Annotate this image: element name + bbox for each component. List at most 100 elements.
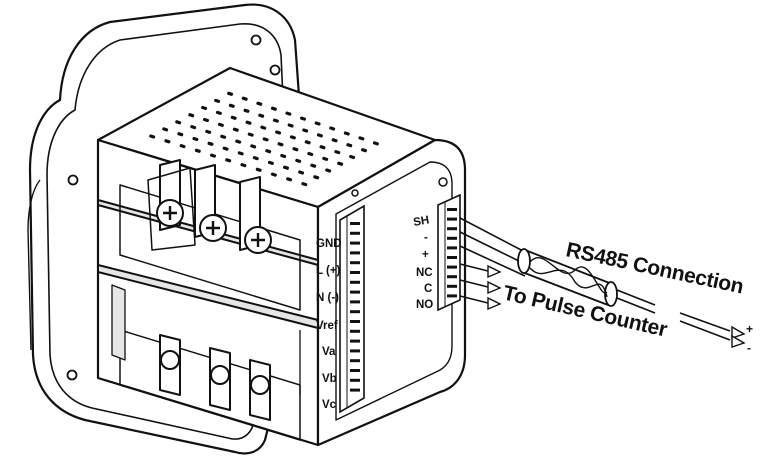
rs485-plus-label: + <box>746 322 753 336</box>
vent-slot <box>222 146 229 151</box>
strip-pin <box>447 246 457 250</box>
vent-slot <box>188 113 195 118</box>
vent-slot <box>286 177 293 182</box>
strip-pin <box>447 236 457 240</box>
vent-slot <box>280 153 287 159</box>
strip-pin <box>350 388 360 392</box>
vent-slot <box>301 182 308 187</box>
terminal-label-nc: NC <box>416 267 433 279</box>
vent-slot <box>232 127 239 132</box>
vent-slot <box>322 156 329 161</box>
bezel-screw-holes <box>66 34 281 381</box>
terminal-label-vc: Vc <box>322 399 337 411</box>
strip-pin <box>447 227 457 231</box>
vent-slot <box>358 136 365 141</box>
vent-slot <box>175 120 182 125</box>
vent-slot <box>241 96 248 101</box>
vent-slot <box>361 148 367 153</box>
vent-slot <box>325 168 332 173</box>
vent-slot <box>190 125 197 130</box>
vent-slot <box>331 138 338 143</box>
terminal-label-sh: SH <box>412 214 430 229</box>
vent-slot <box>265 149 272 154</box>
terminal-label-vref: Vref <box>316 320 338 332</box>
vent-slot <box>245 120 252 125</box>
strip-pin <box>447 275 457 279</box>
vent-slot <box>237 151 244 156</box>
terminal-label-c: C <box>424 283 432 295</box>
vent-slot <box>287 123 294 128</box>
vent-slot <box>250 144 257 149</box>
vent-slot <box>256 101 263 106</box>
pulse-counter-label: To Pulse Counter <box>501 281 669 341</box>
vent-slot <box>285 111 292 116</box>
meter-housing <box>96 66 467 447</box>
terminal-label-no: NO <box>416 299 433 311</box>
strip-pin <box>350 241 360 245</box>
right-strip-pins <box>447 208 457 298</box>
terminal-label-l: L (+) <box>316 265 341 277</box>
terminal-label-plus: + <box>422 249 429 261</box>
strip-pin <box>350 222 360 225</box>
strip-pin <box>350 369 360 372</box>
strip-pin <box>350 231 360 235</box>
current-terminal-block-lower <box>159 334 271 421</box>
rs485-connection-label: RS485 Connection <box>564 238 746 298</box>
vent-slot <box>283 165 289 170</box>
pulse-output-wires <box>459 263 489 304</box>
strip-pin <box>447 208 457 211</box>
strip-pin <box>350 378 360 382</box>
vent-slot <box>304 140 311 145</box>
strip-pin <box>447 294 457 298</box>
right-terminal-strip <box>437 193 461 312</box>
vent-slot <box>272 118 279 123</box>
vent-slot <box>316 133 323 138</box>
housing-screw-hole <box>438 177 448 187</box>
vent-slot <box>329 126 336 131</box>
vent-slot <box>298 170 305 175</box>
right-terminal-labels: SH - + NC C NO <box>412 214 433 311</box>
rs485-terminal-arrows <box>731 325 746 348</box>
terminal-label-minus: - <box>424 232 428 244</box>
vent-slot <box>300 116 306 121</box>
vent-slot <box>319 145 326 150</box>
vent-slot <box>217 122 224 127</box>
vent-slot <box>201 105 208 111</box>
vent-slot <box>334 150 341 155</box>
vent-slot <box>372 141 379 146</box>
current-terminal-block-upper <box>147 159 272 254</box>
vent-slot <box>230 115 237 120</box>
rs485-cable <box>459 217 731 341</box>
ventilation-slots <box>149 91 379 187</box>
vent-slot <box>210 153 216 158</box>
vent-slot <box>343 131 350 136</box>
vent-slot <box>177 132 184 137</box>
strip-pin <box>350 329 360 333</box>
vent-slot <box>247 132 254 137</box>
vent-slot <box>258 113 265 118</box>
vent-slot <box>149 134 156 139</box>
strip-pin <box>350 271 360 274</box>
vent-slot <box>295 158 302 163</box>
strip-pin <box>350 280 360 284</box>
vent-slot <box>243 108 250 113</box>
vent-slot <box>164 139 171 144</box>
rs485-minus-label: - <box>747 341 751 355</box>
vent-slot <box>302 128 309 133</box>
strip-pin <box>350 261 360 265</box>
strip-pin <box>350 320 360 323</box>
housing-screw-hole <box>351 189 359 197</box>
terminal-label-va: Va <box>322 346 336 358</box>
terminal-label-gnd: GND <box>316 238 342 250</box>
vent-slot <box>203 117 209 123</box>
vent-slot <box>255 167 262 172</box>
strip-pin <box>447 265 457 269</box>
vent-slot <box>179 144 186 149</box>
vent-slot <box>270 172 277 177</box>
vent-slot <box>270 106 277 111</box>
vent-slot <box>314 121 321 126</box>
vent-slot <box>235 139 242 144</box>
strip-pin <box>350 290 360 294</box>
left-terminal-labels: GND L (+) N (-) Vref Va Vb Vc <box>316 238 342 411</box>
vent-slot <box>240 163 247 168</box>
